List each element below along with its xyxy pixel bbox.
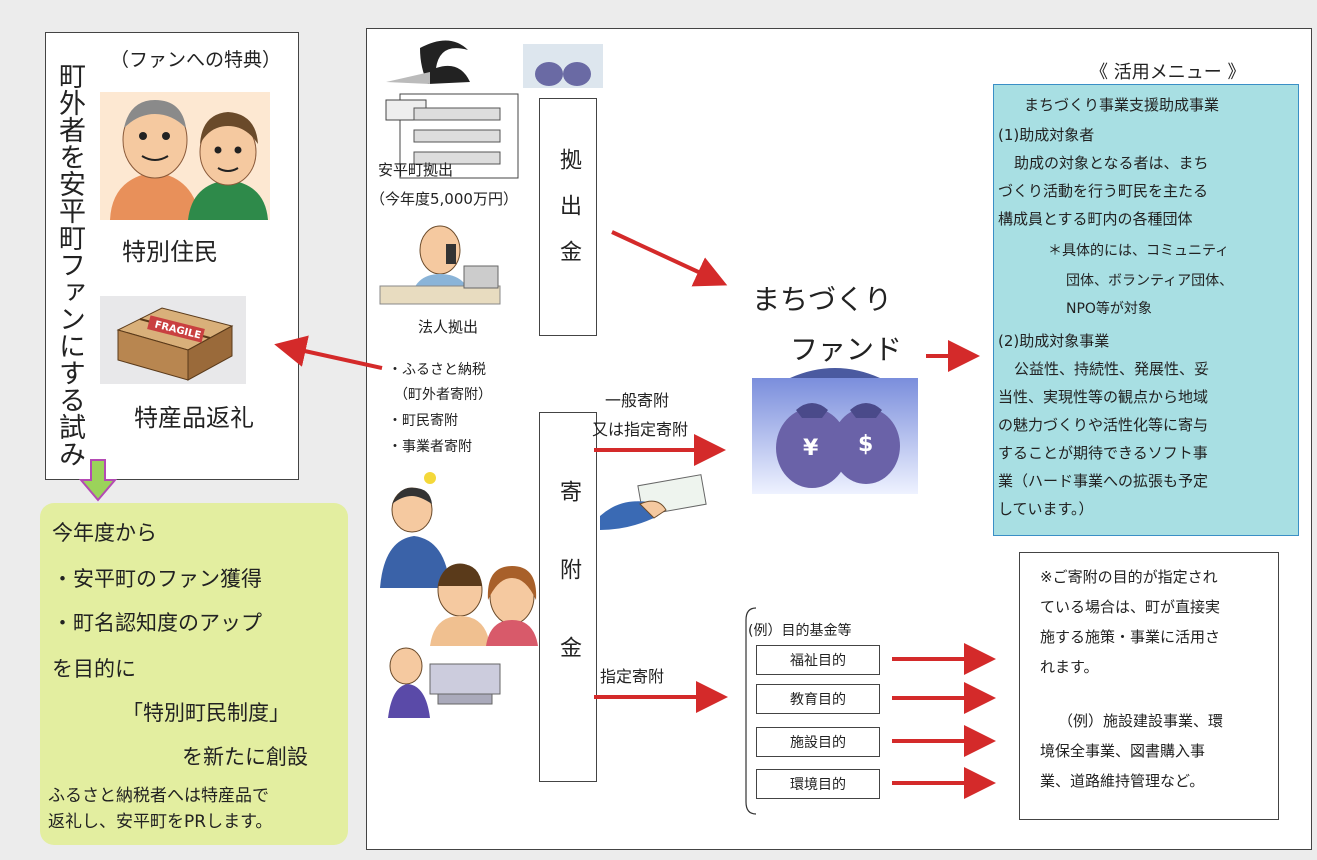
menu-item-1-note-1: ＊具体的には、コミュニティ bbox=[1048, 243, 1230, 259]
note-line-2: ている場合は、町が直接実 bbox=[1040, 598, 1221, 616]
menu-item-1-text-1: 助成の対象となる者は、まち bbox=[1014, 154, 1209, 172]
menu-item-2-text-3: の魅力づくりや活性化等に寄与 bbox=[998, 416, 1209, 434]
purpose-fund-environment: 環境目的 bbox=[756, 769, 880, 799]
contribution-column: 拠出金 bbox=[539, 98, 597, 336]
gift-return-label: 特産品返礼 bbox=[134, 404, 254, 432]
menu-item-1-text-2: づくり活動を行う町民を主たる bbox=[998, 182, 1209, 200]
green-note-2: 返礼し、安平町をPRします。 bbox=[48, 812, 273, 832]
fund-title-2: ファンド bbox=[790, 333, 903, 366]
green-line-5: 「特別町民制度」 bbox=[122, 701, 290, 725]
designated-donation-label: 指定寄附 bbox=[600, 667, 665, 686]
menu-item-2-text-6: しています。） bbox=[998, 500, 1094, 518]
note-example-1: （例）施設建設事業、環 bbox=[1058, 712, 1224, 730]
menu-title: 《 活用メニュー 》 bbox=[1090, 62, 1246, 83]
special-resident-system-box bbox=[40, 503, 348, 845]
menu-heading: まちづくり事業支援助成事業 bbox=[1024, 96, 1220, 114]
purpose-funds-title: (例）目的基金等 bbox=[748, 623, 852, 639]
special-resident-label: 特別住民 bbox=[122, 238, 218, 266]
purpose-fund-welfare: 福祉目的 bbox=[756, 645, 880, 675]
menu-item-2-text-1: 公益性、持続性、発展性、妥 bbox=[1014, 360, 1210, 378]
menu-item-2-text-4: することが期待できるソフト事 bbox=[998, 444, 1208, 462]
general-donation-label: 一般寄附 bbox=[605, 391, 670, 410]
fund-title-1: まちづくり bbox=[752, 283, 893, 316]
green-line-4: を目的に bbox=[52, 657, 136, 681]
donation-source-4: ・事業者寄附 bbox=[388, 439, 472, 455]
arrow-to-gift bbox=[274, 335, 383, 370]
donation-source-2: （町外者寄附） bbox=[394, 387, 492, 403]
menu-item-1-text-3: 構成員とする町内の各種団体 bbox=[998, 210, 1193, 228]
menu-panel bbox=[993, 84, 1299, 536]
donation-source-1: ・ふるさと納税 bbox=[388, 362, 486, 378]
purpose-fund-facility: 施設目的 bbox=[756, 727, 880, 757]
menu-item-1-note-3: NPO等が対象 bbox=[1066, 301, 1152, 317]
yen-symbol: ¥ bbox=[803, 436, 819, 461]
green-note-1: ふるさと納税者へは特産品で bbox=[48, 786, 269, 806]
menu-item-2-text-5: 業（ハード事業への拡張も予定 bbox=[998, 472, 1209, 490]
purpose-fund-education: 教育目的 bbox=[756, 684, 880, 714]
menu-item-2-text-2: 当性、実現性等の観点から地域 bbox=[998, 388, 1209, 406]
menu-item-1: (1)助成対象者 bbox=[998, 126, 1095, 144]
arrow-contribution-to-fund bbox=[611, 230, 728, 287]
general-or-designated-label: 又は指定寄附 bbox=[592, 420, 689, 439]
donation-column: 寄附金 bbox=[539, 412, 597, 782]
town-contribution-label: 安平町拠出 bbox=[378, 161, 454, 179]
note-line-3: 施する施策・事業に活用さ bbox=[1040, 628, 1221, 646]
green-line-6: を新たに創設 bbox=[182, 745, 308, 769]
designated-note-box bbox=[1019, 552, 1279, 820]
note-example-2: 境保全事業、図書購入事 bbox=[1040, 742, 1206, 760]
note-line-4: れます。 bbox=[1040, 658, 1099, 676]
green-line-2: ・安平町のファン獲得 bbox=[52, 567, 262, 591]
donation-source-3: ・町民寄附 bbox=[388, 413, 458, 429]
green-line-3: ・町名認知度のアップ bbox=[52, 611, 262, 635]
note-example-3: 業、道路維持管理など。 bbox=[1040, 772, 1205, 790]
menu-item-1-note-2: 団体、ボランティア団体、 bbox=[1066, 273, 1234, 289]
note-line-1: ※ご寄附の目的が指定され bbox=[1040, 568, 1218, 586]
menu-item-2: (2)助成対象事業 bbox=[998, 332, 1110, 350]
corporate-contribution-label: 法人拠出 bbox=[418, 318, 479, 336]
fan-initiative-title: 町外者を安平町ファンにする試み bbox=[54, 62, 85, 467]
green-line-1: 今年度から bbox=[52, 521, 157, 545]
dollar-symbol: $ bbox=[858, 432, 874, 457]
benefit-caption: （ファンへの特典） bbox=[110, 49, 282, 71]
town-contribution-amount: （今年度5,000万円） bbox=[370, 190, 518, 208]
